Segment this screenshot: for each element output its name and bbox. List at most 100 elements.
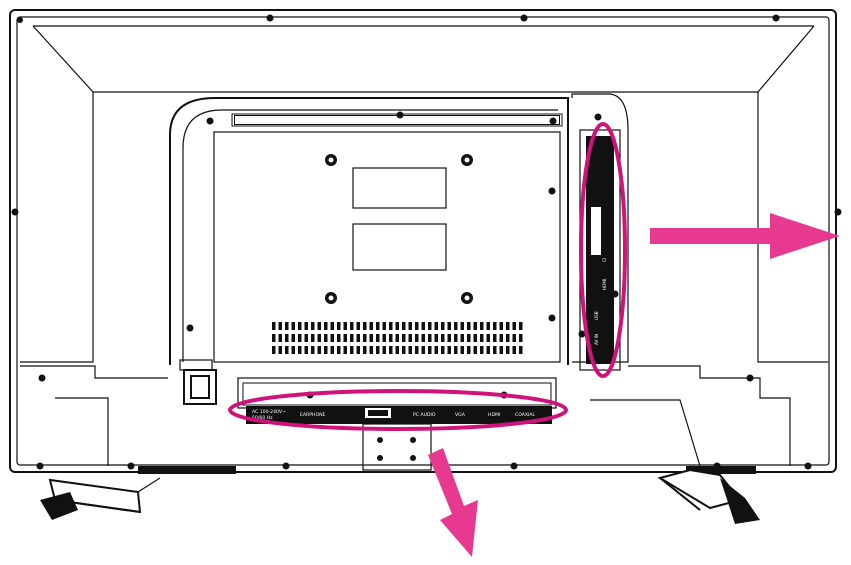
vent-slot [434,334,438,342]
left-foot [40,477,161,520]
right-foot [657,468,760,524]
vent-slot [278,346,282,354]
vent-slot [519,334,523,342]
vent-slot [473,346,477,354]
vent-slot [278,334,282,342]
vent-slot [324,322,328,330]
vent-slot [382,322,386,330]
vent-slot [506,346,510,354]
central-housing [169,97,569,365]
vent-slot [285,322,289,330]
vent-slot [408,346,412,354]
power-rating-label-1: AC 100-240V~ [252,409,286,415]
vent-slot [506,322,510,330]
vent-slot [330,334,334,342]
vent-slot [369,334,373,342]
vent-slot [343,346,347,354]
vent-slot [467,334,471,342]
bottom-ports-highlight [228,389,568,431]
vent-slot [402,322,406,330]
vent-slot [343,334,347,342]
vent-slot [317,334,321,342]
vent-slot [447,346,451,354]
earphone-label: EARPHONE [300,412,326,418]
vent-slot [480,346,484,354]
side-av-label: AV IN [594,334,599,345]
vent-slot [454,334,458,342]
vent-slot [343,322,347,330]
vent-slot [350,322,354,330]
top-vents [234,115,560,125]
vent-slot [285,334,289,342]
vent-slot [376,346,380,354]
vent-slot [499,346,503,354]
vent-slot [441,334,445,342]
vent-slot [473,334,477,342]
vent-slot [486,322,490,330]
vent-slot [291,346,295,354]
vent-slot [330,346,334,354]
vent-slot [350,346,354,354]
vent-slot [415,334,419,342]
vent-slot [499,334,503,342]
vent-slot [408,334,412,342]
vent-slot [454,346,458,354]
vent-slot [291,334,295,342]
vent-slot [298,346,302,354]
vent-slot [330,322,334,330]
vent-slot [389,322,393,330]
vent-slot [337,346,341,354]
vent-slot [382,346,386,354]
vent-slot [460,346,464,354]
vent-slot [304,322,308,330]
vent-slot [454,322,458,330]
vent-slot [441,322,445,330]
side-usb-label: USB [594,311,599,320]
lower-vents [272,322,523,354]
vent-slot [304,346,308,354]
vent-slot [369,346,373,354]
side-io-panel: USB AV IN CI HDMI [571,93,629,371]
bottom-vent-strip [138,466,756,474]
vent-slot [512,334,516,342]
vent-slot [389,346,393,354]
vent-slot [415,346,419,354]
vent-slot [389,334,393,342]
vent-slot [512,322,516,330]
vent-slot [421,334,425,342]
vent-slot [317,346,321,354]
vent-slot [324,346,328,354]
vent-slot [356,334,360,342]
vent-slot [278,322,282,330]
vent-slot [298,334,302,342]
vent-slot [421,322,425,330]
vent-slot [480,322,484,330]
vent-slot [473,322,477,330]
pc-audio-label: PC AUDIO [413,412,436,418]
vent-slot [512,346,516,354]
vent-slot [285,346,289,354]
vent-slot [486,334,490,342]
frame-details [20,365,791,467]
tv-outer-frame [9,9,837,473]
vent-slot [363,334,367,342]
vent-slot [311,322,315,330]
stand-bracket [362,423,432,471]
vent-slot [428,334,432,342]
vent-slot [369,322,373,330]
vent-slot [408,322,412,330]
vent-slot [467,346,471,354]
vent-slot [311,346,315,354]
vent-slot [486,346,490,354]
vent-slot [356,346,360,354]
side-ci-label: CI [602,258,607,262]
power-socket [179,359,217,405]
vent-slot [428,346,432,354]
vent-slot [382,334,386,342]
vent-slot [447,322,451,330]
vent-slot [395,334,399,342]
vent-slot [402,346,406,354]
vent-slot [376,334,380,342]
vent-slot [363,346,367,354]
